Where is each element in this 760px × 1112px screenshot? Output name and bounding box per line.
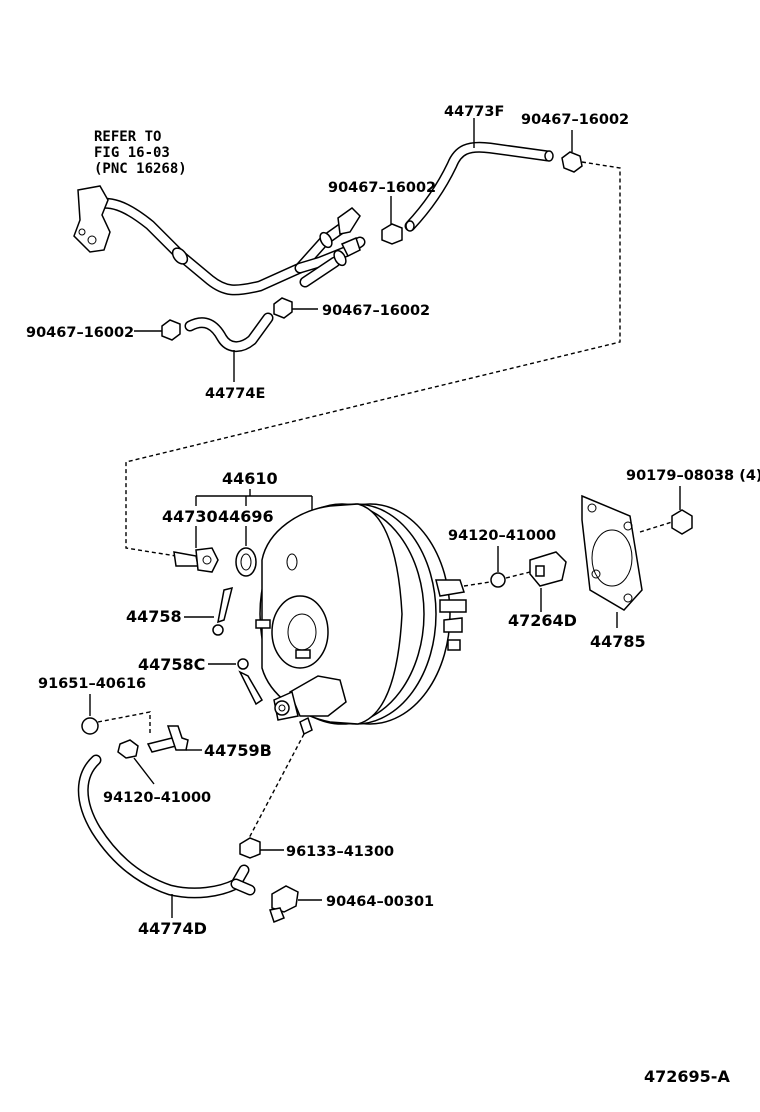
part-94120-left: 94120–41000: [103, 739, 211, 806]
reference-note: REFER TO FIG 16-03 (PNC 16268): [94, 129, 187, 177]
hose-44773F: 44773F: [404, 104, 554, 232]
part-44696: 44696: [218, 507, 274, 577]
label-44774E: 44774E: [205, 386, 265, 402]
part-94120-right: 94120–41000: [448, 528, 556, 588]
label-44758C: 44758C: [138, 655, 205, 674]
reference-note-line-2: FIG 16-03: [94, 145, 170, 161]
label-47264D: 47264D: [508, 611, 577, 630]
part-91651: 91651–40616: [38, 676, 151, 736]
dashed-connection-main: [125, 161, 621, 557]
part-44758C: 44758C: [138, 655, 264, 706]
reference-note-line-1: REFER TO: [94, 129, 161, 145]
part-44758: 44758: [126, 586, 234, 636]
part-47264D: 47264D: [508, 551, 577, 630]
part-96133: 96133–41300: [239, 837, 394, 860]
hose-44774D: 44774D: [77, 754, 256, 938]
label-44610: 44610: [222, 469, 278, 488]
label-90467-left: 90467–16002: [26, 325, 134, 341]
label-44774D: 44774D: [138, 919, 207, 938]
label-91651: 91651–40616: [38, 676, 146, 692]
clip-90467-lower: 90467–16002: [273, 297, 430, 319]
part-44759B: 44759B: [146, 725, 272, 760]
label-90467-top: 90467–16002: [521, 112, 629, 128]
vacuum-pipe: [73, 185, 366, 296]
label-44773F: 44773F: [444, 104, 504, 120]
hose-44774E: 44774E: [184, 312, 274, 402]
part-90464: 90464–00301: [269, 885, 434, 923]
part-44730: 44730: [162, 507, 219, 573]
label-44785: 44785: [590, 632, 646, 651]
label-90467-lower: 90467–16002: [322, 303, 430, 319]
dashed-connection-lower: [247, 733, 305, 841]
label-44730: 44730: [162, 507, 218, 526]
label-90467-mid: 90467–16002: [328, 180, 436, 196]
label-94120-left: 94120–41000: [103, 790, 211, 806]
label-96133: 96133–41300: [286, 844, 394, 860]
label-90179: 90179–08038 (4): [626, 468, 760, 484]
clip-90467-mid: 90467–16002: [328, 180, 436, 245]
clip-90467-top: 90467–16002: [521, 112, 629, 173]
label-44759B: 44759B: [204, 741, 272, 760]
part-90179: 90179–08038 (4): [626, 468, 760, 535]
reference-note-line-3: (PNC 16268): [94, 161, 187, 177]
brake-booster: [255, 503, 467, 736]
figure-id: 472695-A: [644, 1067, 730, 1086]
label-94120-right: 94120–41000: [448, 528, 556, 544]
label-44758: 44758: [126, 607, 182, 626]
clip-90467-left: 90467–16002: [26, 319, 181, 341]
label-group-44610: 44610: [195, 469, 313, 520]
part-44785: 44785: [581, 494, 646, 651]
label-90464: 90464–00301: [326, 894, 434, 910]
label-44696: 44696: [218, 507, 274, 526]
